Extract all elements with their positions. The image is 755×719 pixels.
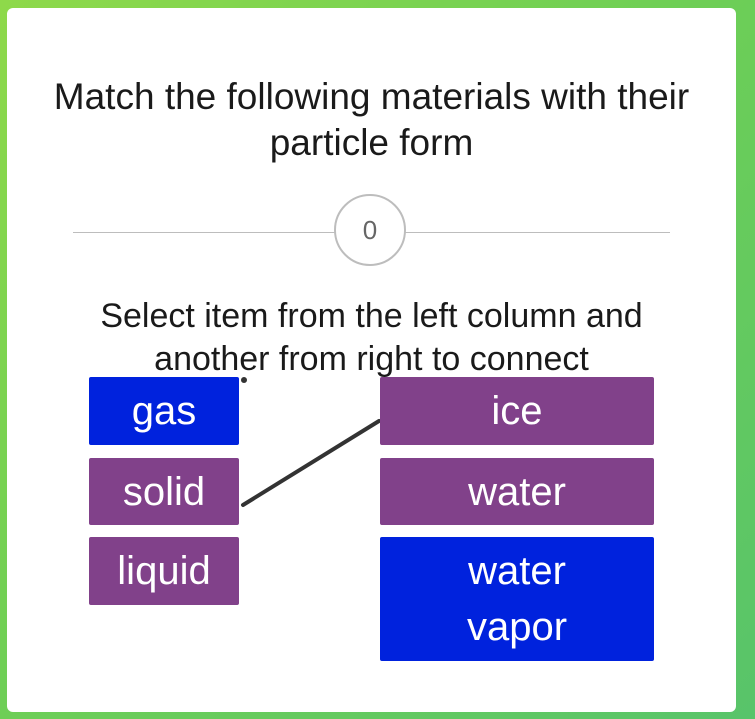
score-badge: 0	[334, 194, 406, 266]
question-text: Match the following materials with their…	[7, 74, 736, 166]
left-item-gas-label: gas	[131, 389, 197, 433]
instruction-line-2: another from right to connect	[154, 340, 589, 378]
left-item-solid[interactable]: solid	[89, 458, 239, 525]
divider-left	[73, 232, 341, 233]
right-item-water[interactable]: water	[380, 458, 654, 525]
right-item-water-label: water	[468, 469, 566, 514]
left-item-solid-label: solid	[122, 469, 206, 514]
right-item-ice-label: ice	[491, 389, 543, 433]
left-item-gas[interactable]: gas	[89, 377, 239, 445]
right-item-ice[interactable]: ice	[380, 377, 654, 445]
question-line-1: Match the following materials with their	[53, 76, 690, 117]
left-item-liquid-label: liquid	[117, 549, 211, 593]
question-line-2: particle form	[269, 122, 474, 163]
left-item-liquid[interactable]: liquid	[89, 537, 239, 605]
right-item-vapor-label-line1: water	[468, 549, 566, 593]
divider-right	[405, 232, 670, 233]
right-item-water-vapor[interactable]: water vapor	[380, 537, 654, 661]
right-item-vapor-label-line2: vapor	[466, 605, 568, 649]
instruction-text: Select item from the left column and ano…	[7, 295, 736, 381]
instruction-line-1: Select item from the left column and	[100, 297, 643, 335]
